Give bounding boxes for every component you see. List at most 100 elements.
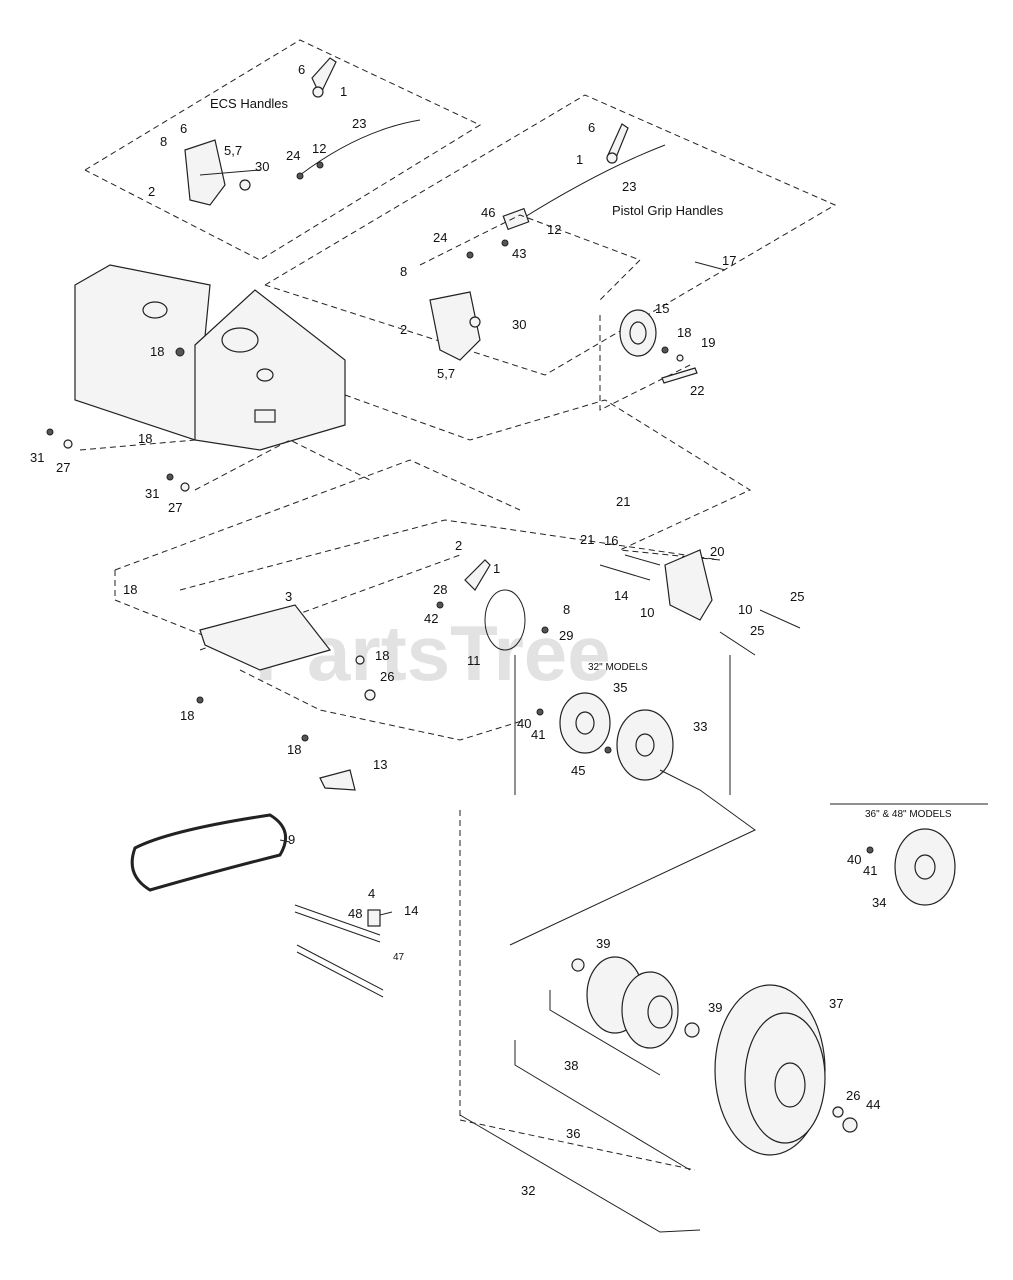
callout-1: 1 [576, 152, 583, 167]
callout-2: 2 [400, 322, 407, 337]
callout-32: 32 [521, 1183, 535, 1198]
callout-45: 45 [571, 763, 585, 778]
pulley-32-models: 32" MODELS [509, 655, 756, 946]
callout-19: 19 [701, 335, 715, 350]
callout-18: 18 [375, 648, 389, 663]
callout-8: 8 [563, 602, 570, 617]
callout-18: 18 [123, 582, 137, 597]
pulley-36-48-models: 36" & 48" MODELS [830, 803, 988, 906]
wheel-assembly [459, 810, 858, 1233]
callout-39: 39 [596, 936, 610, 951]
ecs-cable-part [299, 119, 421, 176]
callout-12: 12 [312, 141, 326, 156]
brake-band-11-part [484, 589, 526, 651]
ecs-bracket-part [184, 139, 226, 206]
models-36-48-heading: 36" & 48" MODELS [865, 809, 952, 820]
callout-6: 6 [180, 121, 187, 136]
callout-31: 31 [145, 486, 159, 501]
callout-18: 18 [677, 325, 691, 340]
bolt-17-part [694, 261, 726, 271]
callout-8: 8 [400, 264, 407, 279]
callout-30: 30 [255, 159, 269, 174]
callout-40: 40 [517, 716, 531, 731]
callout-30: 30 [512, 317, 526, 332]
part-4 [367, 909, 381, 927]
callout-33: 33 [693, 719, 707, 734]
frame-assembly [46, 264, 371, 492]
callout-37: 37 [829, 996, 843, 1011]
callout-29: 29 [559, 628, 573, 643]
bar-47-assembly [294, 904, 384, 998]
callout-16: 16 [604, 533, 618, 548]
callout-18: 18 [138, 431, 152, 446]
callout-12: 12 [547, 222, 561, 237]
frame-left-panel [74, 264, 211, 441]
callout-35: 35 [613, 680, 627, 695]
callout-2: 2 [455, 538, 462, 553]
callout-42: 42 [424, 611, 438, 626]
callout-24: 24 [286, 148, 300, 163]
callout-25: 25 [790, 589, 804, 604]
ecs-handles-group: ECS Handles [84, 39, 482, 261]
callout-36: 36 [566, 1126, 580, 1141]
callout-2: 2 [148, 184, 155, 199]
callout-25: 25 [750, 623, 764, 638]
callout-41: 41 [863, 863, 877, 878]
callout-39: 39 [708, 1000, 722, 1015]
pistol-grip-heading: Pistol Grip Handles [612, 203, 724, 218]
callout-11: 11 [467, 653, 481, 668]
callout-41: 41 [531, 727, 545, 742]
callout-1: 1 [493, 561, 500, 576]
callout-6: 6 [298, 62, 305, 77]
callout-21: 21 [616, 494, 630, 509]
callout-21: 21 [580, 532, 594, 547]
lever-assembly [196, 559, 549, 791]
callout-1: 1 [340, 84, 347, 99]
callout-4: 4 [368, 886, 375, 901]
callout-24: 24 [433, 230, 447, 245]
callout-44: 44 [866, 1097, 880, 1112]
pistol-cable-part [519, 144, 666, 221]
spring-22-part [661, 367, 698, 384]
callout-43: 43 [512, 246, 526, 261]
callout-15: 15 [655, 301, 669, 316]
bracket-20-part [664, 549, 713, 621]
idler-pulley-assembly [619, 261, 726, 384]
callout-18: 18 [287, 742, 301, 757]
callout-10: 10 [640, 605, 654, 620]
handle-knob-part [312, 86, 324, 98]
callout-3: 3 [285, 589, 292, 604]
callout-5-7: 5,7 [224, 143, 242, 158]
callout-18: 18 [180, 708, 194, 723]
pistol-bracket-part [429, 291, 481, 361]
models-32-heading: 32" MODELS [588, 662, 648, 673]
callout-46: 46 [481, 205, 495, 220]
pistol-grip-group: Pistol Grip Handles [264, 94, 837, 376]
callout-38: 38 [564, 1058, 578, 1073]
callout-27: 27 [168, 500, 182, 515]
callout-8: 8 [160, 134, 167, 149]
callout-6: 6 [588, 120, 595, 135]
callout-34: 34 [872, 895, 886, 910]
callout-47: 47 [393, 952, 405, 963]
lever-3-part [199, 604, 332, 671]
callout-labels: 6 1 8 6 5,7 30 2 24 12 23 6 1 23 46 12 2… [30, 62, 886, 1198]
callout-9: 9 [288, 832, 295, 847]
callout-10: 10 [738, 602, 752, 617]
callout-20: 20 [710, 544, 724, 559]
callout-5-7: 5,7 [437, 366, 455, 381]
callout-26: 26 [846, 1088, 860, 1103]
callout-31: 31 [30, 450, 44, 465]
callout-22: 22 [690, 383, 704, 398]
callout-14: 14 [614, 588, 628, 603]
callout-28: 28 [433, 582, 447, 597]
callout-48: 48 [348, 906, 362, 921]
callout-27: 27 [56, 460, 70, 475]
callout-17: 17 [722, 253, 736, 268]
callout-26: 26 [380, 669, 394, 684]
ecs-handles-heading: ECS Handles [210, 96, 289, 111]
part-13 [319, 769, 356, 791]
callout-18: 18 [150, 344, 164, 359]
bracket-20-assembly [599, 549, 801, 656]
